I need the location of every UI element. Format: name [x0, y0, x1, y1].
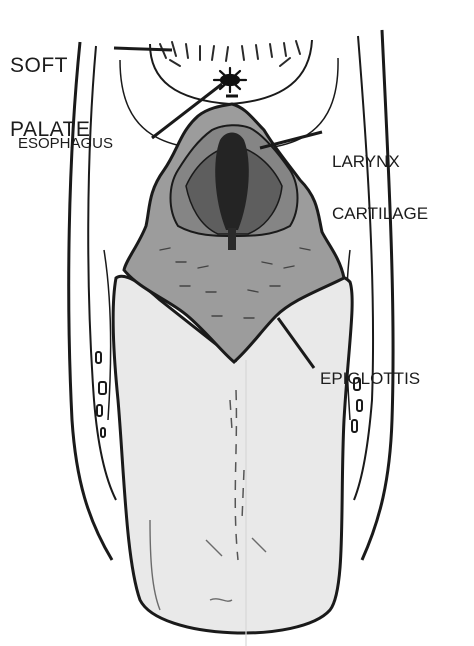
left-inner-wall — [88, 46, 116, 500]
epiglottis-label: EPIGLOTTIS — [320, 370, 420, 387]
larynx-cartilage-label: LARYNX CARTILAGE — [332, 118, 428, 257]
soft-palate-label: SOFT PALATE — [10, 12, 90, 183]
larynx-stem — [228, 228, 236, 250]
larynx-label-line1: LARYNX — [332, 153, 428, 170]
soft-palate-leader — [114, 48, 172, 50]
esophagus-label: ESOPHAGUS — [18, 136, 113, 151]
larynx-label-line2: CARTILAGE — [332, 205, 428, 222]
left-gland-marks — [96, 352, 106, 437]
right-outer-wall — [362, 30, 393, 560]
soft-palate-label-line1: SOFT — [10, 55, 90, 76]
